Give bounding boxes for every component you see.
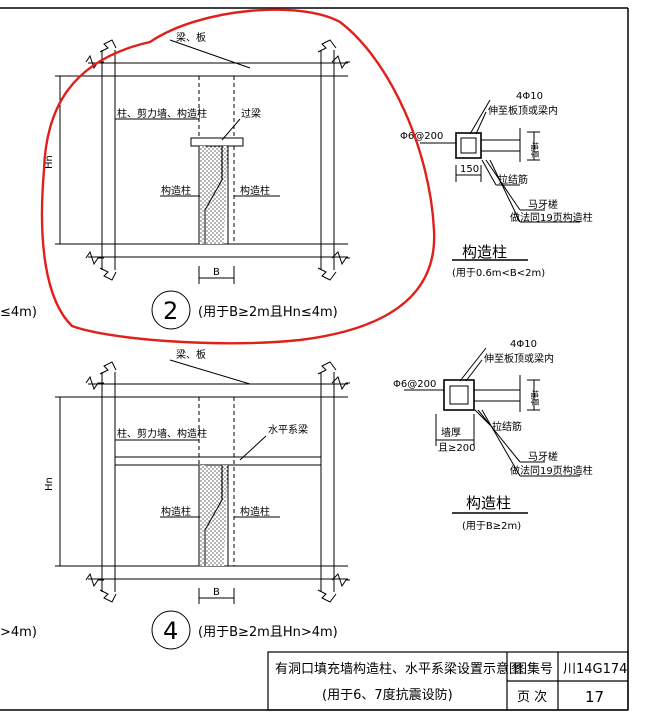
wall-label: 墙厚 [530, 390, 540, 406]
diagram-4-labels: 梁、板 柱、剪力墙、构造柱 水平系梁 构造柱 构造柱 Hn B 4 (用于B≥2… [44, 348, 338, 645]
width-label-a: 墙厚 [441, 426, 461, 439]
page-label: 页 次 [517, 689, 547, 705]
rebar-label: 4Φ10 [516, 91, 543, 102]
rebar-label: 4Φ10 [510, 339, 537, 350]
hn-label: Hn [44, 477, 55, 491]
drawing-title: 有洞口填充墙构造柱、水平系梁设置示意图 [275, 661, 522, 677]
b-label: B [213, 267, 220, 278]
title-block-text: 有洞口填充墙构造柱、水平系梁设置示意图 (用于6、7度抗震设防) 图集号 川14… [275, 661, 627, 706]
left-cut-caption-top: ≤4m) [0, 305, 37, 320]
diagram-number: 2 [163, 297, 178, 325]
red-markup-circle [40, 8, 436, 345]
diagram-number: 4 [163, 617, 178, 645]
section-detail-1 [420, 99, 580, 261]
extend-label: 伸至板顶或梁内 [488, 104, 558, 117]
hn-label: Hn [44, 155, 55, 169]
section-subtitle: (用于0.6m<B<2m) [452, 268, 545, 279]
col-right-label: 构造柱 [240, 184, 270, 197]
lintel-label: 过梁 [241, 107, 261, 120]
title-block [267, 651, 629, 711]
wall-label: 墙厚 [530, 142, 540, 158]
column-wall-label: 柱、剪力墙、构造柱 [117, 107, 207, 120]
drawing-subtitle: (用于6、7度抗震设防) [322, 687, 453, 703]
section-detail-1-labels: 4Φ10 伸至板顶或梁内 Φ6@200 墙厚 150 拉结筋 马牙槎 做法同19… [400, 91, 593, 279]
section-title: 构造柱 [462, 243, 507, 261]
beam-slab-label: 梁、板 [176, 348, 206, 361]
diagram-2-labels: 梁、板 柱、剪力墙、构造柱 过梁 构造柱 构造柱 Hn B 2 (用于B≥2m且… [44, 31, 338, 325]
left-cut-caption-bottom: >4m) [0, 625, 37, 640]
ratchet-label: 马牙槎 [528, 450, 558, 463]
section-detail-2-labels: 4Φ10 伸至板顶或梁内 Φ6@200 墙厚 墙厚 且≥200 拉结筋 马牙槎 … [393, 339, 593, 532]
col-left-label: 构造柱 [161, 184, 191, 197]
stirrup-label: Φ6@200 [400, 131, 443, 142]
ratchet-label: 马牙槎 [528, 198, 558, 211]
extend-label: 伸至板顶或梁内 [484, 352, 554, 365]
diagram-caption: (用于B≥2m且Hn≤4m) [198, 305, 338, 320]
column-wall-label: 柱、剪力墙、构造柱 [117, 427, 207, 440]
diagram-2 [55, 39, 350, 330]
col-left-label: 构造柱 [161, 505, 191, 518]
page-number: 17 [585, 688, 604, 706]
ref-label: 做法同19页构造柱 [510, 211, 593, 224]
atlas-number: 川14G174 [563, 662, 627, 677]
width-label-b: 且≥200 [438, 442, 475, 454]
stirrup-label: Φ6@200 [393, 379, 436, 390]
beam-slab-label: 梁、板 [176, 31, 206, 44]
diagram-caption: (用于B≥2m且Hn>4m) [198, 625, 338, 640]
width-label: 150 [460, 164, 479, 175]
section-subtitle: (用于B≥2m) [462, 521, 521, 532]
atlas-label: 图集号 [514, 661, 553, 677]
col-right-label: 构造柱 [240, 505, 270, 518]
tie-beam-label: 水平系梁 [268, 423, 308, 436]
section-title: 构造柱 [466, 494, 511, 512]
ref-label: 做法同19页构造柱 [510, 464, 593, 477]
b-label: B [213, 587, 220, 598]
section-detail-2 [404, 347, 580, 514]
tie-label: 拉结筋 [492, 420, 522, 433]
tie-label: 拉结筋 [498, 173, 528, 186]
diagram-4 [55, 359, 350, 650]
